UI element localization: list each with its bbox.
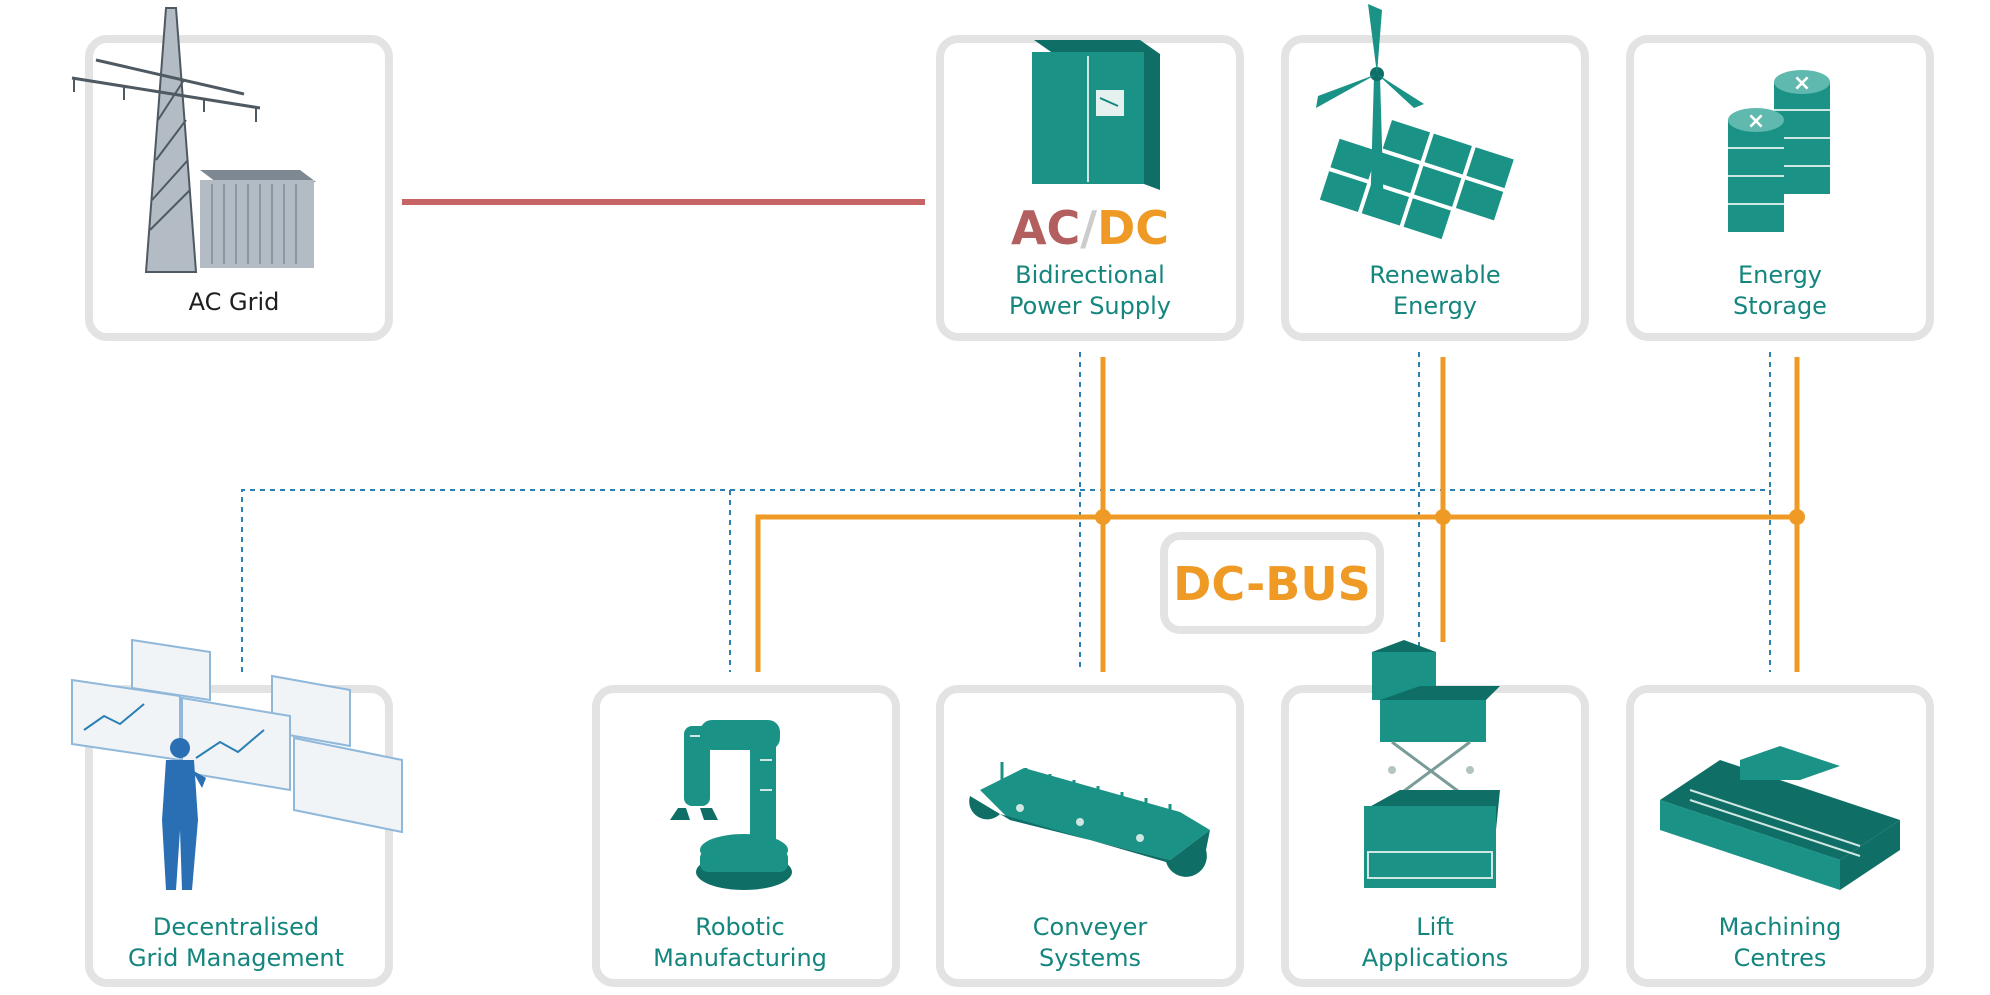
node-storage: × × Energy Storage (1626, 35, 1934, 341)
operator-icon (162, 738, 206, 890)
conveyer-label-line2: Systems (1039, 944, 1141, 972)
power-pylon-icon (71, 7, 261, 273)
svg-text:×: × (1793, 71, 1811, 96)
ac-text: AC (1011, 201, 1080, 255)
machining-label-line2: Centres (1734, 944, 1827, 972)
ac-grid-label: AC Grid (189, 288, 280, 316)
node-power-supply: AC/DC Bidirectional Power Supply (936, 35, 1244, 341)
node-grid-management: Decentralised Grid Management (71, 638, 403, 987)
solar-panels-icon (1319, 120, 1514, 240)
ac-dc-heading: AC/DC (1011, 201, 1169, 255)
dc-bus-label-box: DC-BUS (1160, 532, 1384, 634)
power-supply-label-line2: Power Supply (1009, 292, 1171, 320)
bus-junction (1789, 509, 1805, 525)
slash-text: / (1080, 201, 1097, 255)
node-robotic: Robotic Manufacturing (592, 685, 900, 987)
node-lift: Lift Applications (1281, 640, 1589, 987)
bus-junction (1095, 509, 1111, 525)
dc-text: DC (1097, 201, 1169, 255)
bus-junction (1435, 509, 1451, 525)
node-renewable: Renewable Energy (1281, 4, 1589, 341)
robotic-label-line1: Robotic (695, 913, 784, 941)
renewable-label-line2: Energy (1393, 292, 1477, 320)
machining-label-line1: Machining (1719, 913, 1842, 941)
robotic-label-line2: Manufacturing (653, 944, 827, 972)
renewable-label-line1: Renewable (1369, 261, 1500, 289)
cnc-machine-icon (1660, 746, 1900, 890)
robot-arm-icon (670, 720, 792, 890)
storage-label-line1: Energy (1738, 261, 1822, 289)
conveyor-belt-icon (969, 762, 1210, 877)
connections (241, 199, 1805, 672)
screens-icon (71, 638, 403, 834)
storage-label-line2: Storage (1733, 292, 1827, 320)
conveyer-label-line1: Conveyer (1033, 913, 1148, 941)
lift-label-line1: Lift (1416, 913, 1453, 941)
control-line (241, 352, 1771, 672)
dc-bus-label: DC-BUS (1173, 557, 1371, 611)
scissor-lift-icon (1364, 640, 1500, 888)
node-machining: Machining Centres (1626, 685, 1934, 987)
lift-label-line2: Applications (1362, 944, 1509, 972)
node-conveyer: Conveyer Systems (936, 685, 1244, 987)
grid-management-label-line2: Grid Management (128, 944, 344, 972)
cabinet-icon (1032, 40, 1160, 190)
grid-management-label-line1: Decentralised (153, 913, 319, 941)
node-ac-grid: AC Grid (71, 7, 393, 341)
transformer-icon (200, 170, 316, 268)
power-supply-label-line1: Bidirectional (1015, 261, 1165, 289)
battery-stack-icon: × (1728, 108, 1784, 232)
svg-text:×: × (1747, 109, 1765, 134)
